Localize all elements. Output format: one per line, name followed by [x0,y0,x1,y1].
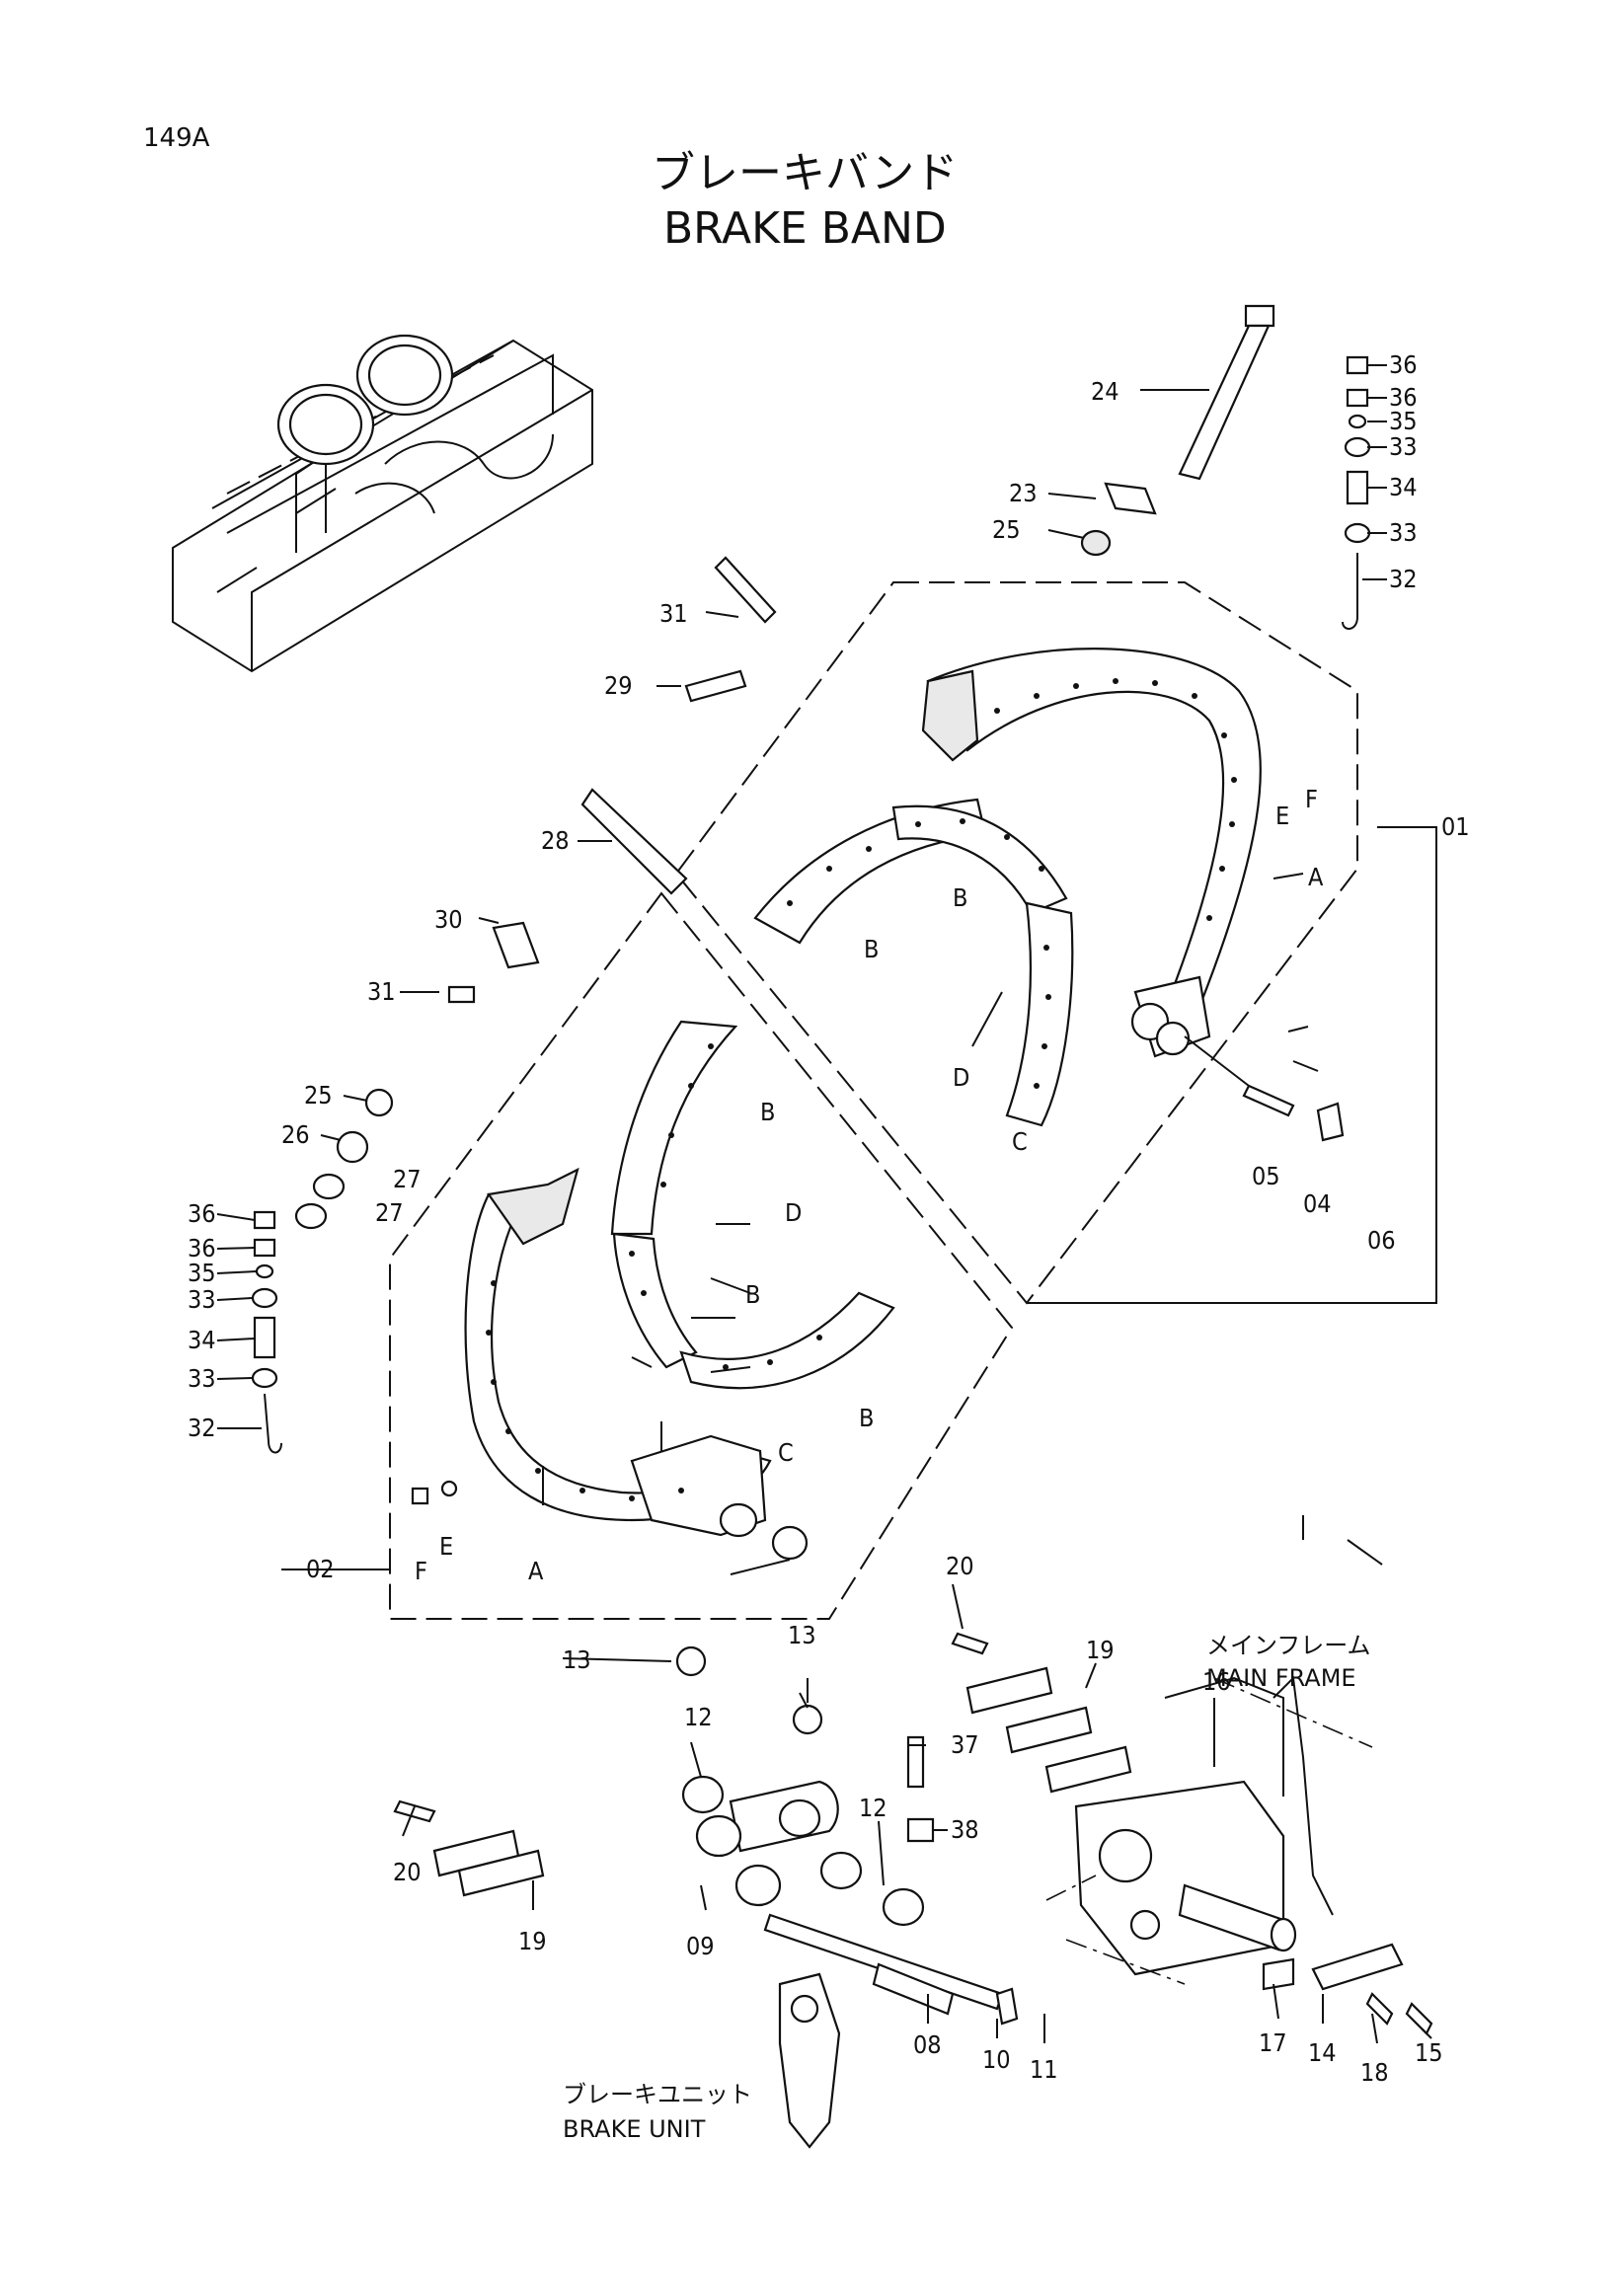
callout-33-right-b: 33 [1389,518,1418,547]
callout-25-top: 25 [992,515,1021,544]
callout-13-left: 13 [563,1645,591,1674]
callout-19-top: 19 [1086,1636,1115,1664]
callout-B-3: B [760,1098,775,1126]
callout-36-right-b: 36 [1389,383,1418,412]
callout-06: 06 [1367,1226,1396,1255]
callout-35-right: 35 [1389,407,1418,435]
callout-20-left: 20 [393,1858,422,1886]
part-callouts: 24 23 25 31 29 28 30 31 25 26 27 27 36 3… [188,350,1470,2087]
leader-lines [216,364,1437,2044]
callout-A-lower: A [528,1557,544,1585]
callout-04: 04 [1303,1189,1332,1218]
callout-F-upper: F [1305,785,1318,813]
callout-31-top: 31 [659,599,688,628]
callout-01: 01 [1441,812,1470,841]
callout-37: 37 [951,1730,979,1759]
callout-27-b: 27 [375,1198,404,1227]
callout-17: 17 [1259,2028,1287,2057]
callout-36-left-b: 36 [188,1234,216,1263]
callout-B-4: B [745,1280,760,1309]
callout-32-right: 32 [1389,565,1418,593]
callout-B-2: B [953,883,967,912]
callout-09: 09 [686,1932,715,1960]
callout-12-right: 12 [859,1794,887,1822]
callout-26: 26 [281,1120,310,1149]
callout-10: 10 [982,2045,1011,2074]
callout-F-lower: F [415,1557,427,1585]
callout-27-a: 27 [393,1165,422,1193]
callout-08: 08 [913,2030,942,2059]
callout-34-left: 34 [188,1326,216,1354]
callout-14: 14 [1308,2038,1337,2067]
callout-B-5: B [859,1404,874,1432]
callout-15: 15 [1415,2038,1443,2067]
callout-11: 11 [1030,2055,1058,2084]
callout-38: 38 [951,1815,979,1844]
callout-25-left: 25 [304,1081,333,1110]
callout-23: 23 [1009,479,1038,507]
callout-18: 18 [1360,2058,1389,2087]
callout-E-lower: E [439,1532,453,1561]
brake-unit-assembly [393,1525,1433,2149]
callout-33-right-a: 33 [1389,432,1418,461]
callout-34-right: 34 [1389,473,1418,501]
left-fastener-stack [251,1088,458,1505]
callout-E-upper: E [1275,802,1289,830]
callout-36-right-a: 36 [1389,350,1418,379]
callout-32-left: 32 [188,1414,216,1442]
callout-30: 30 [434,905,463,934]
callout-B-1: B [864,935,879,963]
callout-19-left: 19 [518,1927,547,1955]
lower-brake-band [464,1020,895,1538]
callout-C-lower: C [778,1438,794,1467]
callout-33-left-b: 33 [188,1364,216,1393]
callout-A-upper: A [1308,863,1324,891]
group-01-boundary [674,581,1358,1305]
callout-20-top: 20 [946,1552,974,1580]
upper-brake-band [753,648,1345,1142]
callout-33-left-a: 33 [188,1285,216,1314]
callout-12-left: 12 [684,1703,713,1731]
callout-35-left: 35 [188,1259,216,1287]
title-english: BRAKE BAND [663,203,947,254]
group-02-boundary [389,891,1014,1620]
callout-D-upper: D [953,1063,969,1092]
callout-36-left-a: 36 [188,1199,216,1228]
machine-overview-inset [172,334,593,673]
callout-16: 16 [1202,1667,1231,1696]
main-frame-label-en: MAIN FRAME [1206,1664,1356,1692]
callout-D-lower: D [785,1198,802,1227]
callout-28: 28 [541,826,570,855]
callout-29: 29 [604,671,633,700]
callout-24: 24 [1091,377,1119,406]
brake-unit-label-en: BRAKE UNIT [563,2115,706,2143]
callout-13-right: 13 [788,1621,816,1649]
title-japanese: ブレーキバンド [652,148,958,198]
main-frame-label-jp: メインフレーム [1206,1632,1371,1659]
upper-fastener-stack [447,304,1371,1004]
page-number: 149A [143,123,210,153]
brake-unit-label-jp: ブレーキユニット [563,2081,752,2108]
callout-05: 05 [1252,1162,1280,1190]
callout-31-mid: 31 [367,977,396,1006]
callout-02: 02 [306,1555,335,1583]
callout-C-upper: C [1012,1127,1028,1156]
